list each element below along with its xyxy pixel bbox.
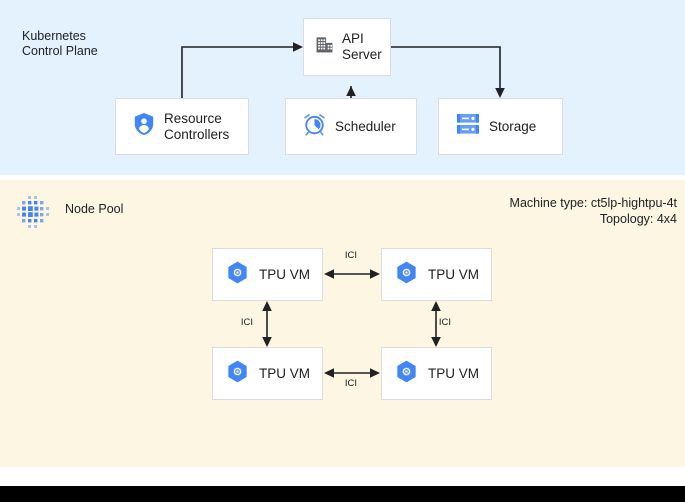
tpu-vm-box[interactable]: TPU VM bbox=[381, 248, 492, 301]
tpu-vm-label: TPU VM bbox=[428, 365, 480, 381]
storage-label: Storage bbox=[489, 118, 537, 134]
node-cluster-dots-icon bbox=[15, 194, 51, 235]
tpu-vm-label: TPU VM bbox=[259, 365, 311, 381]
api-server-label: API Server bbox=[342, 31, 382, 62]
resource-controllers-box[interactable]: Resource Controllers bbox=[115, 98, 249, 155]
resource-controllers-label: Resource Controllers bbox=[164, 110, 230, 142]
ici-label-left: ICI bbox=[240, 317, 254, 328]
tpu-vm-box[interactable]: TPU VM bbox=[212, 248, 323, 301]
scheduler-label: Scheduler bbox=[335, 118, 396, 134]
bottom-bar bbox=[0, 486, 685, 502]
tpu-vm-box[interactable]: TPU VM bbox=[212, 347, 323, 400]
api-server-box[interactable]: API Server bbox=[303, 18, 391, 76]
storage-box[interactable]: Storage bbox=[438, 98, 563, 155]
hexagon-gear-icon bbox=[396, 360, 417, 388]
tpu-vm-label: TPU VM bbox=[259, 266, 311, 282]
ici-label-right: ICI bbox=[438, 317, 452, 328]
topology-text: Topology: 4x4 bbox=[599, 212, 677, 226]
shield-person-icon bbox=[133, 112, 155, 141]
node-pool-panel bbox=[0, 180, 685, 467]
hexagon-gear-icon bbox=[227, 261, 248, 289]
alarm-clock-icon bbox=[303, 113, 326, 141]
scheduler-box[interactable]: Scheduler bbox=[285, 98, 417, 155]
ici-label-bottom: ICI bbox=[344, 378, 358, 389]
ici-label-top: ICI bbox=[344, 250, 358, 261]
machine-type-text: Machine type: ct5lp-hightpu-4t bbox=[509, 196, 677, 210]
building-icon bbox=[315, 35, 334, 59]
server-stack-icon bbox=[456, 113, 480, 140]
node-pool-label: Node Pool bbox=[65, 202, 124, 216]
tpu-vm-label: TPU VM bbox=[428, 266, 480, 282]
hexagon-gear-icon bbox=[396, 261, 417, 289]
hexagon-gear-icon bbox=[227, 360, 248, 388]
control-plane-title: Kubernetes Control Plane bbox=[22, 29, 98, 58]
tpu-vm-box[interactable]: TPU VM bbox=[381, 347, 492, 400]
